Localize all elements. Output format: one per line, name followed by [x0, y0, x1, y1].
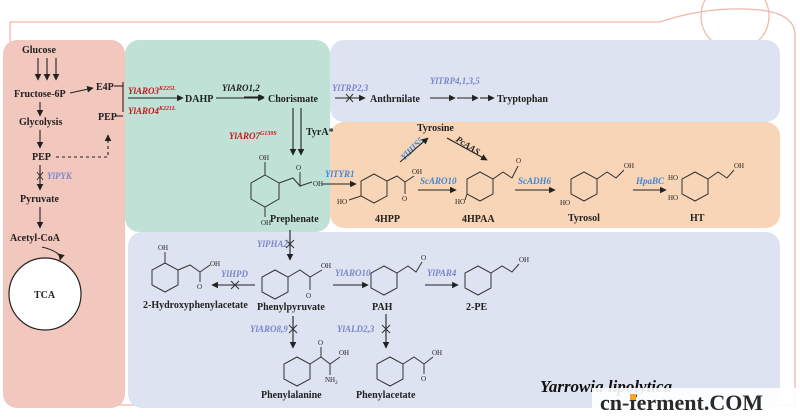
tyrosol-label: Tyrosol — [568, 213, 600, 224]
prephenate-structure: OH OH O OH — [250, 154, 323, 227]
4hpaa-structure: HO O — [455, 157, 521, 206]
svg-text:O: O — [421, 375, 426, 383]
hydroxyphenylacetate-structure: OH OH O — [151, 244, 220, 293]
scadh6-enzyme: ScADH6 — [518, 176, 552, 186]
tryptophan-label: Tryptophan — [497, 94, 548, 105]
phenylacetate-structure: OH O — [376, 349, 442, 387]
dahp-label: DAHP — [185, 94, 213, 105]
4hpp-label: 4HPP — [375, 214, 400, 225]
phenylpyruvate-structure: O OH — [261, 262, 331, 300]
svg-text:OH: OH — [624, 162, 634, 170]
phenylpyruvate-label: Phenylpyruvate — [257, 302, 325, 313]
yltyr1-enzyme: YlTYR1 — [325, 169, 355, 179]
svg-text:OH: OH — [321, 262, 331, 270]
svg-text:NH2: NH2 — [325, 376, 338, 386]
2-pe-label: 2-PE — [466, 302, 487, 313]
chorismate-label: Chorismate — [268, 94, 319, 105]
cell-outline — [9, 8, 796, 406]
ylaro10-enzyme: YlARO10 — [335, 268, 371, 278]
ylpha2-enzyme: YlPHA2 — [257, 239, 288, 249]
ylald23-enzyme: YlALD2,3 — [337, 324, 375, 334]
pep-label: PEP — [32, 152, 51, 163]
svg-text:O: O — [318, 339, 323, 347]
phenylalanine-structure: O OH NH2 — [283, 339, 349, 387]
phenylacetate-label: Phenylacetate — [356, 390, 416, 401]
svg-text:O: O — [402, 195, 407, 203]
tyrosine-label: Tyrosine — [417, 123, 454, 134]
svg-text:O: O — [306, 292, 311, 300]
svg-text:O: O — [296, 164, 301, 172]
svg-text:OH: OH — [158, 244, 168, 252]
svg-text:HO: HO — [668, 174, 678, 182]
svg-text:cn-ferment.COM: cn-ferment.COM — [600, 390, 763, 415]
svg-text:HO: HO — [560, 199, 570, 207]
yltrp23-enzyme: YlTRP2,3 — [332, 83, 369, 93]
svg-text:HO: HO — [668, 194, 678, 202]
2-pe-structure: OH — [464, 256, 529, 296]
glycolysis-label: Glycolysis — [19, 117, 62, 128]
svg-text:OH: OH — [734, 162, 744, 170]
svg-text:HO: HO — [337, 198, 347, 206]
svg-text:OH: OH — [412, 168, 422, 176]
ylhpd-enzyme: YlHPD — [221, 269, 248, 279]
tyra-label: TyrA* — [306, 127, 334, 138]
region-tryptophan — [330, 40, 780, 122]
pyruvate-label: Pyruvate — [20, 194, 59, 205]
prephenate-label: Prephenate — [270, 214, 319, 225]
pep-top-label: PEP — [98, 112, 117, 123]
region-phenylalanine — [128, 232, 780, 408]
ylpar4-enzyme: YlPAR4 — [427, 268, 457, 278]
svg-text:OH: OH — [519, 256, 529, 264]
svg-text:OH: OH — [261, 219, 271, 227]
glucose-label: Glucose — [22, 45, 56, 56]
region-tyrosol — [330, 122, 780, 228]
ylaro3-enzyme: YlARO3K225L — [128, 86, 176, 96]
fructose-6p-label: Fructose-6P — [14, 89, 66, 100]
svg-text:O: O — [516, 157, 521, 165]
pah-structure: O — [370, 254, 426, 296]
acetyl-coa-label: Acetyl-CoA — [10, 233, 61, 244]
ylaro12-enzyme: YlARO1,2 — [222, 83, 260, 93]
ylaro4-enzyme: YlARO4K221L — [128, 106, 176, 116]
4hpp-structure: HO O OH — [337, 168, 422, 206]
pah-label: PAH — [372, 302, 393, 313]
2-hydroxyphenylacetate-label: 2-Hydroxyphenylacetate — [143, 300, 248, 311]
ylaro89-enzyme: YlARO8,9 — [250, 324, 288, 334]
tca-label: TCA — [34, 290, 56, 301]
svg-text:O: O — [197, 283, 202, 291]
anthranilate-label: Anthrnilate — [370, 94, 421, 105]
watermark: cn-ferment.COM — [592, 388, 800, 418]
hpabc-enzyme: HpaBC — [635, 176, 665, 186]
yltrp135-enzyme: YlTRP4,1,3,5 — [430, 76, 480, 86]
svg-text:OH: OH — [210, 260, 220, 268]
ht-label: HT — [690, 213, 705, 224]
e4p-label: E4P — [96, 82, 114, 93]
svg-text:OH: OH — [313, 180, 323, 188]
svg-text:OH: OH — [339, 349, 349, 357]
svg-text:OH: OH — [259, 154, 269, 162]
tca-cycle — [8, 257, 82, 331]
svg-text:HO: HO — [455, 198, 465, 206]
region-shikimate — [125, 40, 330, 232]
svg-text:OH: OH — [432, 349, 442, 357]
svg-text:O: O — [421, 254, 426, 262]
ht-structure: HO HO OH — [668, 162, 744, 202]
tyrosol-structure: HO OH — [560, 162, 634, 207]
ylaro7-enzyme: YlARO7G139S — [229, 131, 277, 141]
phenylalanine-label: Phenylalanine — [261, 390, 322, 401]
4hpaa-label: 4HPAA — [462, 214, 495, 225]
ylpyk-enzyme: YlPYK — [47, 171, 73, 181]
scaro10-enzyme: ScARO10 — [420, 176, 457, 186]
